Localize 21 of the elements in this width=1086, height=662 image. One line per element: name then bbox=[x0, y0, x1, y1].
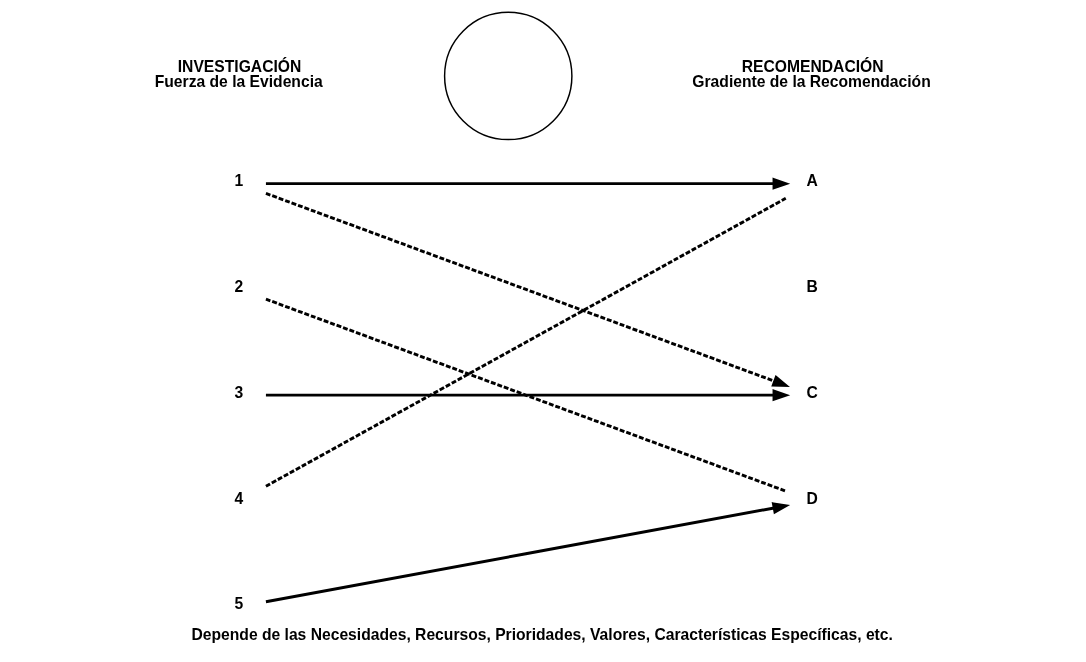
node-text: 5 bbox=[234, 595, 243, 613]
node-text: 1 bbox=[234, 172, 243, 190]
arrow bbox=[264, 192, 790, 387]
node-text: C bbox=[805, 383, 818, 401]
label: RECOMENDACIÓN bbox=[741, 57, 884, 75]
connector bbox=[264, 297, 786, 493]
label: Fuerza de la Evidencia bbox=[154, 73, 323, 91]
node-text: 2 bbox=[234, 278, 243, 296]
arrow bbox=[265, 177, 790, 190]
node-text: A bbox=[805, 172, 818, 190]
label: INVESTIGACIÓN bbox=[177, 57, 301, 75]
node-text: D bbox=[805, 489, 818, 507]
node-text: 3 bbox=[234, 383, 243, 401]
arrow bbox=[265, 502, 790, 604]
caption: Depende de las Necesidades, Recursos, Prioridades, Valores, Características Específicas, etc. bbox=[190, 625, 893, 643]
label: Gradiente de la Recomendación bbox=[691, 73, 931, 91]
node-circle bbox=[443, 11, 573, 141]
arrow bbox=[265, 388, 790, 402]
connector bbox=[264, 197, 786, 488]
node-text: 4 bbox=[234, 489, 243, 507]
node-text: B bbox=[805, 278, 818, 296]
